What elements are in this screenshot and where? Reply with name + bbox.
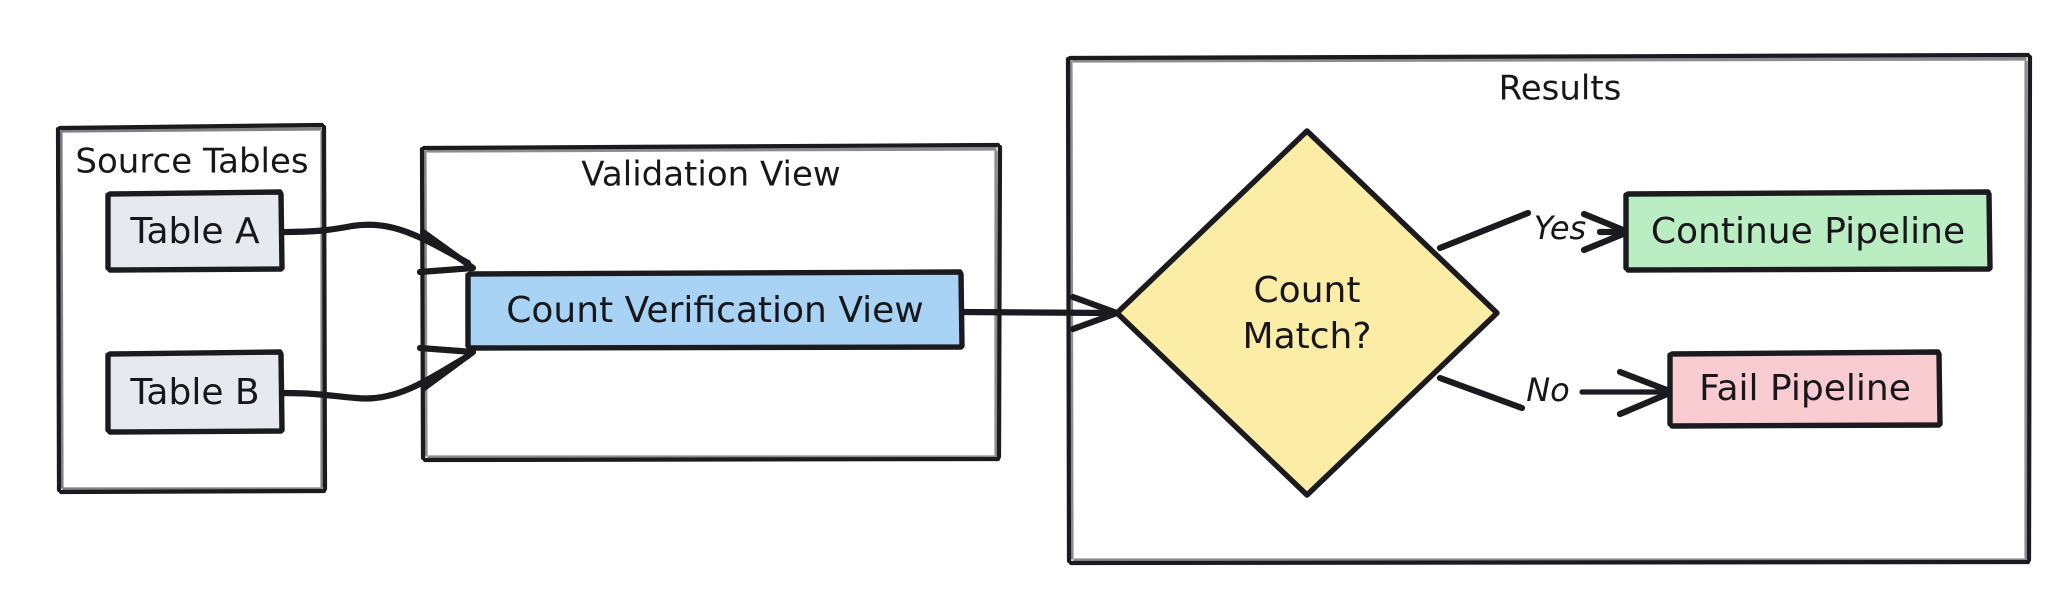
node-table-a[interactable]: Table A — [105, 189, 285, 273]
edge-table-a-arrowhead — [416, 228, 477, 276]
table-b-border — [105, 349, 285, 435]
count-verification-fill — [469, 272, 962, 348]
count-match-label-line2: Match? — [1243, 316, 1372, 357]
fail-pipeline-label: Fail Pipeline — [1699, 368, 1911, 409]
edge-table-b-arrowhead — [416, 344, 477, 392]
edge-yes-line-a — [1436, 209, 1532, 252]
continue-pipeline-border — [1623, 189, 1993, 273]
node-count-match[interactable]: Count Match? — [1114, 128, 1500, 498]
validation-view-border — [419, 142, 1003, 463]
edge-no: No — [1436, 368, 1676, 418]
continue-pipeline-label: Continue Pipeline — [1651, 211, 1965, 252]
count-match-border — [1114, 128, 1500, 498]
source-tables-label: Source Tables — [75, 142, 308, 182]
results-border-sketch — [1069, 57, 2028, 562]
group-results[interactable]: Results — [1065, 52, 2033, 566]
table-b-fill — [109, 352, 282, 432]
table-a-border — [105, 189, 285, 273]
source-tables-border-sketch — [59, 127, 324, 491]
edge-yes: Yes — [1436, 209, 1632, 254]
node-table-b[interactable]: Table B — [105, 349, 285, 435]
edge-yes-label: Yes — [1534, 209, 1586, 247]
edge-no-line-a — [1436, 374, 1526, 412]
fail-pipeline-fill — [1671, 352, 1940, 426]
node-count-verification-view[interactable]: Count Verification View — [465, 269, 965, 351]
table-b-label: Table B — [129, 372, 259, 413]
node-fail-pipeline[interactable]: Fail Pipeline — [1667, 349, 1943, 429]
edge-table-a-to-view — [278, 221, 477, 276]
count-verification-label: Count Verification View — [506, 290, 924, 331]
group-source-tables[interactable]: Source Tables — [55, 122, 328, 495]
node-continue-pipeline[interactable]: Continue Pipeline — [1623, 189, 1993, 273]
edge-table-a-line — [278, 221, 472, 267]
table-a-label: Table A — [129, 211, 260, 252]
edge-no-label: No — [1526, 371, 1570, 409]
validation-view-border-sketch — [423, 147, 998, 459]
count-match-fill — [1117, 131, 1497, 495]
count-verification-border — [465, 269, 965, 351]
table-a-fill — [109, 192, 282, 270]
edge-table-b-to-view — [278, 344, 477, 402]
results-border — [1065, 52, 2033, 566]
group-validation-view[interactable]: Validation View — [419, 142, 1003, 463]
continue-pipeline-fill — [1627, 192, 1990, 270]
edge-view-decision-line — [958, 308, 1117, 317]
source-tables-border — [55, 122, 328, 495]
count-match-label-line1: Count — [1254, 270, 1361, 311]
results-label: Results — [1499, 69, 1622, 109]
edge-table-b-line — [278, 352, 472, 402]
edge-view-to-decision — [958, 293, 1121, 333]
fail-pipeline-border — [1667, 349, 1943, 429]
validation-view-label: Validation View — [581, 155, 840, 195]
